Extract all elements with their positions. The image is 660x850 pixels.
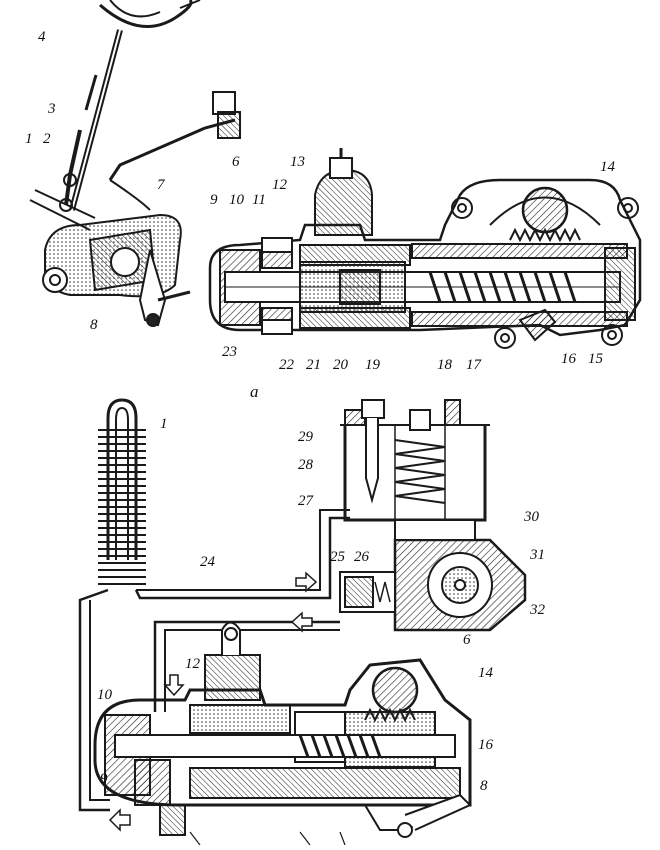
part-label: 31 — [530, 547, 545, 563]
part-label: 1 — [160, 416, 168, 432]
part-label: 2 — [43, 131, 51, 147]
part-label: 8 — [90, 317, 98, 333]
part-label: 32 — [530, 602, 545, 618]
part-label: 11 — [252, 192, 266, 208]
part-label: 6 — [232, 154, 240, 170]
part-label: 10 — [229, 192, 244, 208]
part-label: 12 — [272, 177, 287, 193]
part-label: 24 — [200, 554, 215, 570]
part-label: 29 — [298, 429, 313, 445]
part-label: 25 — [330, 549, 345, 565]
part-label: 3 — [48, 101, 56, 117]
part-label: 15 — [588, 351, 603, 367]
part-label: 20 — [333, 357, 348, 373]
part-label: 28 — [298, 457, 313, 473]
steering-gear-section — [208, 148, 642, 349]
part-label: 6 — [463, 632, 471, 648]
part-label: 9 — [210, 192, 218, 208]
steering-column-view — [29, 0, 241, 327]
part-label: 17 — [466, 357, 481, 373]
part-label: 7 — [157, 177, 165, 193]
part-label: 14 — [478, 665, 493, 681]
part-label: 12 — [185, 656, 200, 672]
part-label: 27 — [298, 493, 313, 509]
part-label: 13 — [290, 154, 305, 170]
part-label: 30 — [524, 509, 539, 525]
part-label: 1 — [25, 131, 33, 147]
part-label: 19 — [365, 357, 380, 373]
figure-caption: a — [250, 382, 259, 401]
part-label: 18 — [437, 357, 452, 373]
part-label: 16 — [478, 737, 493, 753]
part-label: 16 — [561, 351, 576, 367]
part-label: 23 — [222, 344, 237, 360]
part-label: 14 — [600, 159, 615, 175]
part-label: 22 — [279, 357, 294, 373]
hydraulic-circuit — [78, 398, 527, 846]
part-label: 21 — [306, 357, 321, 373]
part-label: 9 — [100, 771, 108, 787]
part-label: 26 — [354, 549, 369, 565]
part-label: 8 — [480, 778, 488, 794]
part-label: 4 — [38, 29, 46, 45]
part-label: 10 — [97, 687, 112, 703]
